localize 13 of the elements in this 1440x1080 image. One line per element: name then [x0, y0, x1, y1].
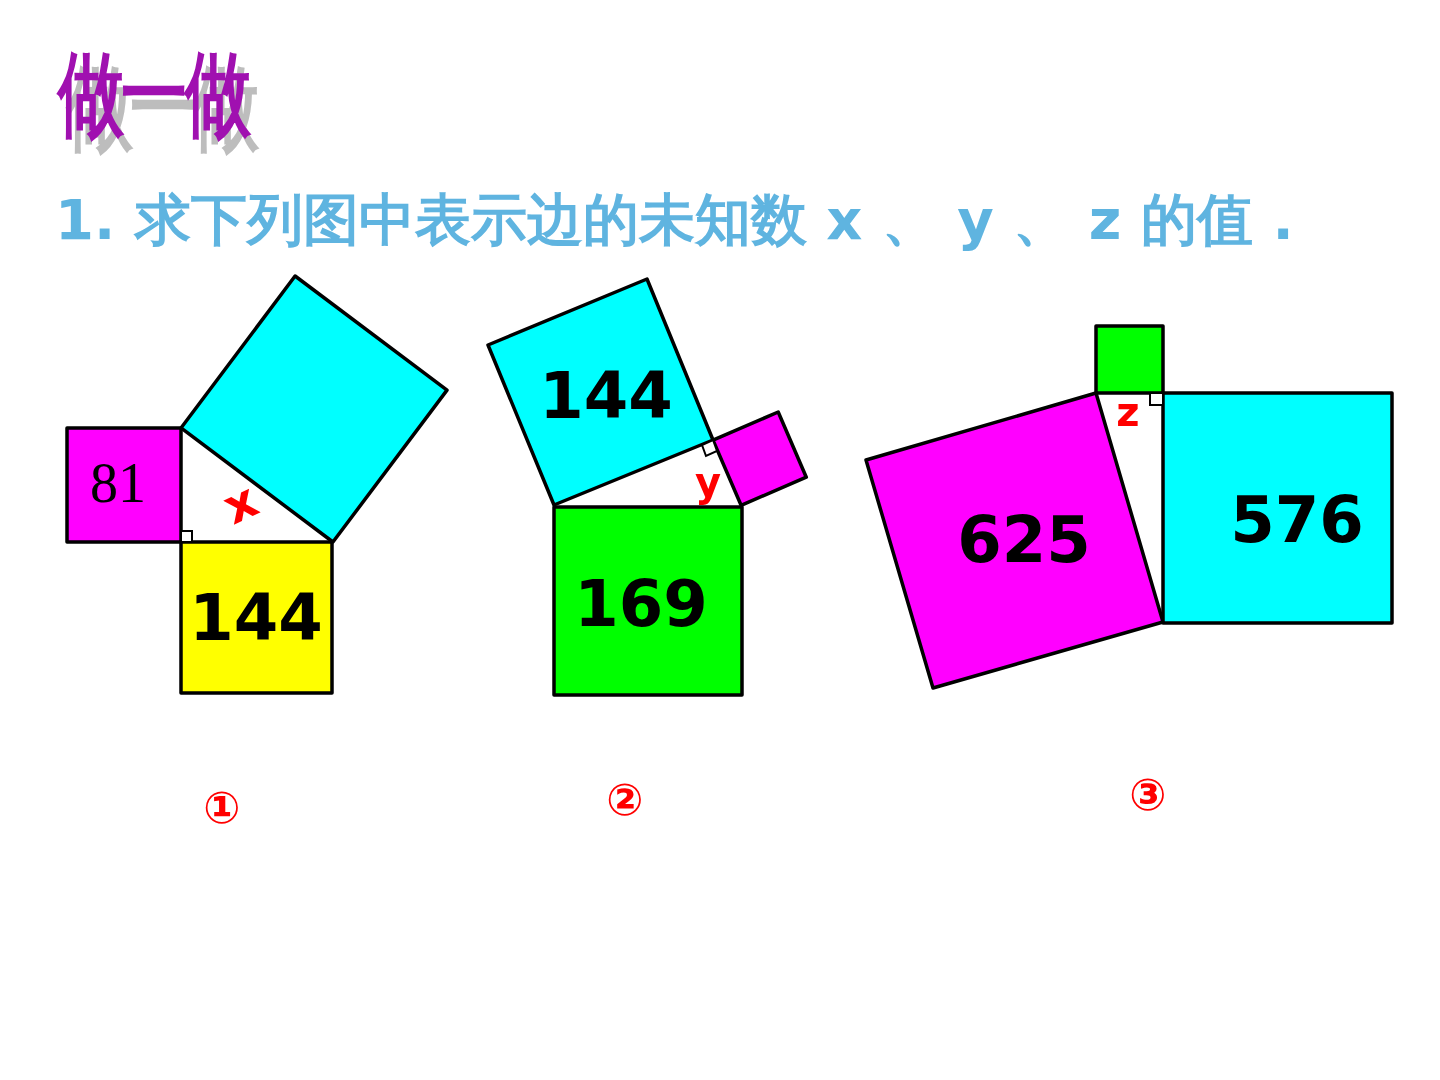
area-value: 576: [1230, 483, 1364, 557]
figure-number: ①: [203, 786, 241, 830]
area-value: 625: [957, 503, 1091, 577]
area-value: 144: [539, 359, 673, 433]
area-value: 169: [574, 567, 708, 641]
area-value: 81: [90, 451, 146, 515]
side-variable: x: [215, 474, 265, 532]
side-variable: z: [1116, 392, 1140, 432]
question-text: 1. 求下列图中表示边的未知数 x 、 y 、 z 的值 .: [55, 186, 1295, 254]
figure-number: ③: [1129, 773, 1167, 817]
figure-number: ②: [606, 778, 644, 822]
title: 做一做: [58, 40, 249, 150]
area-value: 144: [189, 581, 323, 655]
